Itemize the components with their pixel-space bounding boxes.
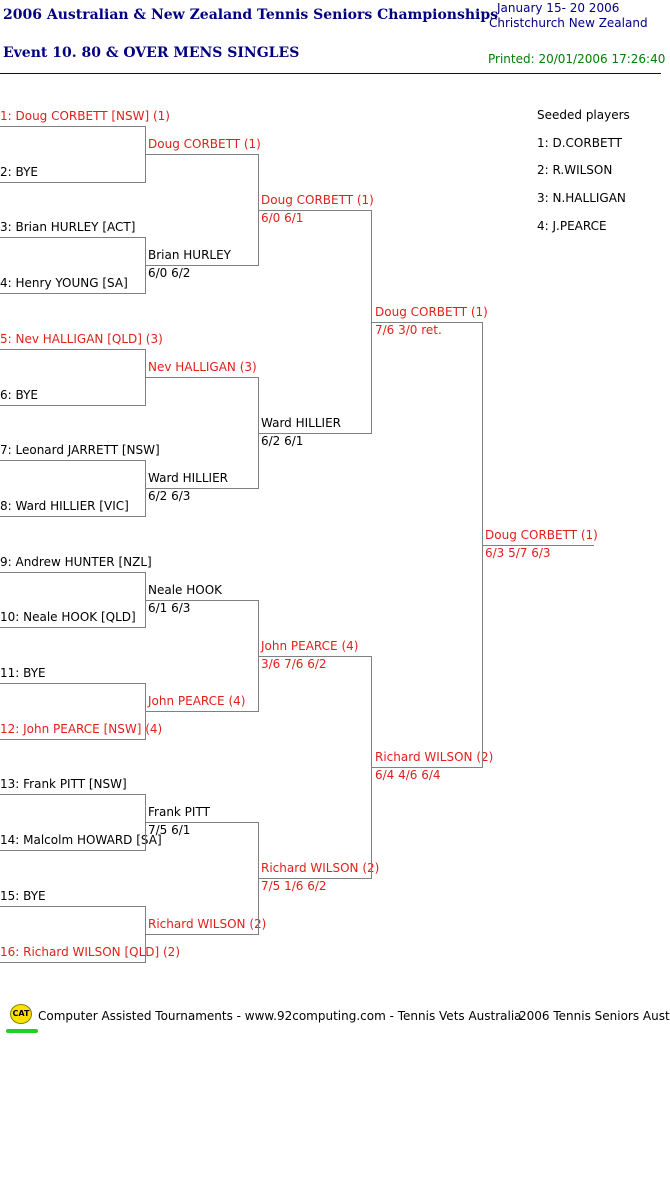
round2-winner: Doug CORBETT (1): [148, 137, 261, 151]
cat-logo-underline: [6, 1029, 38, 1033]
semifinal-winner: Doug CORBETT (1): [375, 305, 488, 319]
bracket-line: [0, 683, 146, 684]
bracket-line: [258, 878, 372, 879]
bracket-line: [145, 822, 259, 823]
champion: Doug CORBETT (1): [485, 528, 598, 542]
round1-entry: 4: Henry YOUNG [SA]: [0, 276, 128, 290]
round1-entry: 12: John PEARCE [NSW] (4): [0, 722, 163, 736]
quarterfinal-score: 6/0 6/1: [261, 211, 304, 225]
round2-winner: Richard WILSON (2): [148, 917, 267, 931]
seeded-player: 2: R.WILSON: [537, 163, 613, 177]
footer-right-text: 2006 Tennis Seniors Aust: [519, 1009, 670, 1023]
bracket-line: [145, 377, 259, 378]
seeded-player: 3: N.HALLIGAN: [537, 191, 626, 205]
round2-score: 7/5 6/1: [148, 823, 191, 837]
bracket-line: [0, 460, 146, 461]
bracket-line: [0, 349, 146, 350]
round2-winner: Neale HOOK: [148, 583, 223, 597]
bracket-line: [0, 906, 146, 907]
seeded-player: 1: D.CORBETT: [537, 136, 622, 150]
event-title: Event 10. 80 & OVER MENS SINGLES: [3, 45, 300, 61]
bracket-line: [258, 210, 372, 211]
footer-credit: Computer Assisted Tournaments - www.92co…: [38, 1009, 522, 1023]
bracket-line: [145, 711, 259, 712]
bracket-line: [482, 545, 594, 546]
round1-entry: 10: Neale HOOK [QLD]: [0, 610, 136, 624]
bracket-line: [145, 934, 259, 935]
bracket-line: [145, 600, 259, 601]
quarterfinal-winner: Richard WILSON (2): [261, 861, 380, 875]
round1-entry: 16: Richard WILSON [QLD] (2): [0, 945, 180, 959]
bracket-line: [0, 962, 146, 963]
round2-score: 6/2 6/3: [148, 489, 191, 503]
round2-score: 6/0 6/2: [148, 266, 191, 280]
round1-entry: 9: Andrew HUNTER [NZL]: [0, 555, 152, 569]
bracket-line: [0, 293, 146, 294]
round2-winner: Brian HURLEY: [148, 248, 232, 262]
bracket-line: [371, 767, 483, 768]
bracket-line: [145, 154, 259, 155]
bracket-line: [145, 488, 259, 489]
round1-entry: 14: Malcolm HOWARD [SA]: [0, 833, 162, 847]
round2-winner: Frank PITT: [148, 805, 210, 819]
round1-entry: 6: BYE: [0, 388, 38, 402]
cat-logo-icon: CAT: [10, 1004, 32, 1024]
quarterfinal-score: 3/6 7/6 6/2: [261, 657, 327, 671]
round2-score: 6/1 6/3: [148, 601, 191, 615]
quarterfinal-score: 6/2 6/1: [261, 434, 304, 448]
round1-entry: 7: Leonard JARRETT [NSW]: [0, 443, 160, 457]
bracket-line: [0, 794, 146, 795]
bracket-line: [258, 656, 372, 657]
header-divider: [0, 73, 661, 74]
seeded-player: 4: J.PEARCE: [537, 219, 607, 233]
round1-entry: 8: Ward HILLIER [VIC]: [0, 499, 129, 513]
bracket-line: [371, 322, 483, 323]
round1-entry: 1: Doug CORBETT [NSW] (1): [0, 109, 170, 123]
round1-entry: 3: Brian HURLEY [ACT]: [0, 220, 136, 234]
seeded-heading: Seeded players: [537, 108, 630, 122]
quarterfinal-winner: Doug CORBETT (1): [261, 193, 374, 207]
bracket-line: [0, 739, 146, 740]
round2-winner: John PEARCE (4): [148, 694, 246, 708]
quarterfinal-winner: John PEARCE (4): [261, 639, 359, 653]
round2-winner: Nev HALLIGAN (3): [148, 360, 257, 374]
bracket-line: [0, 182, 146, 183]
bracket-line: [0, 850, 146, 851]
round1-entry: 11: BYE: [0, 666, 46, 680]
bracket-line: [0, 126, 146, 127]
bracket-line: [0, 237, 146, 238]
round2-winner: Ward HILLIER: [148, 471, 228, 485]
bracket-line: [145, 265, 259, 266]
bracket-line: [258, 433, 372, 434]
quarterfinal-score: 7/5 1/6 6/2: [261, 879, 327, 893]
semifinal-winner: Richard WILSON (2): [375, 750, 494, 764]
tournament-title: 2006 Australian & New Zealand Tennis Sen…: [3, 7, 499, 23]
printed-timestamp: Printed: 20/01/2006 17:26:40: [488, 52, 666, 66]
bracket-line: [0, 405, 146, 406]
semifinal-score: 7/6 3/0 ret.: [375, 323, 442, 337]
bracket-line: [0, 516, 146, 517]
round1-entry: 13: Frank PITT [NSW]: [0, 777, 127, 791]
bracket-line: [0, 572, 146, 573]
bracket-line: [0, 627, 146, 628]
semifinal-score: 6/4 4/6 6/4: [375, 768, 441, 782]
round1-entry: 2: BYE: [0, 165, 38, 179]
event-dates: January 15- 20 2006: [497, 1, 620, 15]
round1-entry: 15: BYE: [0, 889, 46, 903]
quarterfinal-winner: Ward HILLIER: [261, 416, 341, 430]
event-location: Christchurch New Zealand: [489, 16, 648, 30]
round1-entry: 5: Nev HALLIGAN [QLD] (3): [0, 332, 163, 346]
final-score: 6/3 5/7 6/3: [485, 546, 551, 560]
